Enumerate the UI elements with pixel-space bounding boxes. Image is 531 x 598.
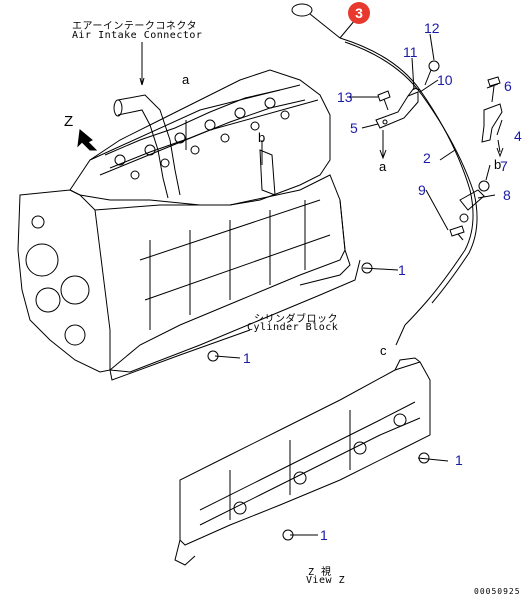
callout-9[interactable]: 9 (418, 182, 426, 198)
callout-4[interactable]: 4 (514, 128, 522, 144)
view-mark-b-top: b (258, 130, 266, 145)
z-view-arrow (77, 129, 98, 151)
view-z-label-jp: Z 視 (308, 567, 332, 578)
view-mark-c: c (380, 343, 387, 358)
callout-8[interactable]: 8 (503, 187, 511, 203)
view-mark-z: Z (64, 113, 74, 130)
bolt-6 (487, 76, 501, 103)
callout-6[interactable]: 6 (504, 78, 512, 94)
view-mark-a-bracket: a (379, 159, 387, 174)
bolt-9 (449, 225, 465, 241)
callout-1-engine-bottom[interactable]: 1 (243, 350, 251, 366)
callout-3-highlight[interactable]: 3 (348, 2, 370, 24)
callout-12[interactable]: 12 (424, 20, 440, 36)
leader-lines (139, 19, 503, 536)
callout-1-viewz-right[interactable]: 1 (455, 452, 463, 468)
callout-10[interactable]: 10 (437, 72, 453, 88)
bolt-12 (424, 60, 440, 86)
view-z-pan (174, 357, 431, 566)
bracket-5 (375, 87, 421, 160)
view-mark-a-top: a (182, 72, 190, 87)
document-id: 00050925 (474, 587, 521, 596)
air-intake-label-jp: エアーインテークコネクタ (72, 21, 197, 32)
bolt-13 (377, 90, 391, 111)
view-z-label-en: View Z (306, 575, 346, 586)
view-mark-b-bracket: b (494, 157, 502, 172)
guide-tube (291, 3, 478, 346)
bracket-4 (481, 103, 504, 158)
bolt-head-markers (207, 262, 430, 541)
callout-5[interactable]: 5 (350, 120, 358, 136)
callout-11[interactable]: 11 (403, 44, 418, 60)
cylinder-block-label-jp: シリンダブロック (254, 314, 338, 325)
washer-7 (478, 180, 490, 192)
clamp-8 (459, 189, 485, 223)
callout-2[interactable]: 2 (423, 150, 431, 166)
air-intake-label-en: Air Intake Connector (72, 30, 203, 41)
callout-13[interactable]: 13 (337, 89, 353, 105)
cylinder-block-label-en: Cylinder Block (247, 322, 339, 333)
callout-1-engine-right[interactable]: 1 (398, 262, 406, 278)
engine-block-outline (17, 69, 361, 381)
callout-7[interactable]: 7 (500, 158, 508, 174)
callout-1-viewz-bottom[interactable]: 1 (320, 527, 328, 543)
